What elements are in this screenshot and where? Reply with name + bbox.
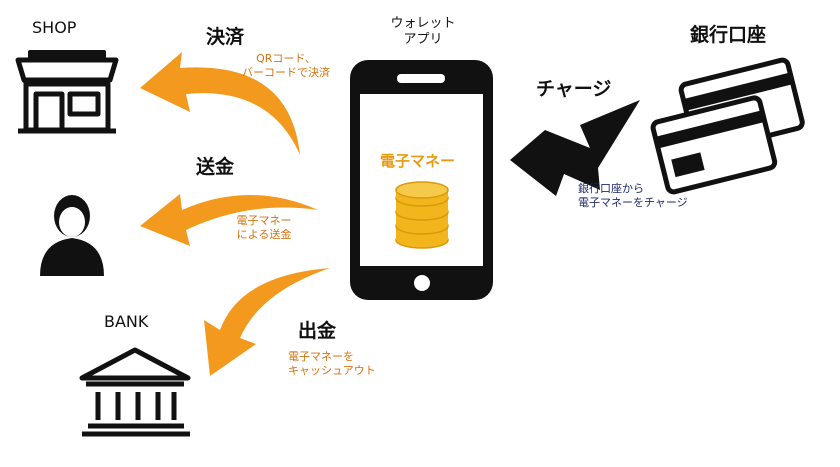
coins-icon [395, 181, 449, 249]
transfer-desc-line1: 電子マネー [236, 214, 292, 227]
transfer-desc-line2: による送金 [236, 227, 292, 241]
shop-label: SHOP [32, 18, 77, 37]
shop-icon [15, 50, 119, 134]
charge-desc-line2: 電子マネーをチャージ [578, 195, 688, 209]
withdrawal-desc-line1: 電子マネーを [288, 350, 354, 363]
withdrawal-desc-line2: キャッシュアウト [288, 363, 376, 377]
wallet-app-line2: アプリ [403, 32, 443, 48]
charge-desc-line1: 銀行口座から [578, 182, 644, 195]
bank-label: BANK [104, 312, 149, 331]
payment-label: 決済 [206, 26, 245, 48]
charge-desc: 銀行口座から 電子マネーをチャージ [578, 182, 688, 210]
transfer-label: 送金 [196, 156, 235, 178]
withdrawal-label: 出金 [298, 320, 337, 342]
bank-account-label: 銀行口座 [690, 24, 767, 46]
transfer-desc: 電子マネー による送金 [224, 214, 304, 242]
charge-label: チャージ [536, 78, 612, 100]
payment-arrow [140, 52, 300, 155]
bank-icon [79, 347, 191, 437]
wallet-app-line1: ウォレット [390, 16, 456, 31]
transfer-arrow [140, 194, 318, 246]
person-icon [40, 195, 104, 276]
emoney-label: 電子マネー [380, 152, 456, 170]
smartphone-icon [350, 60, 493, 300]
withdrawal-desc: 電子マネーを キャッシュアウト [288, 350, 400, 378]
charge-arrow [510, 100, 640, 196]
bank-cards-icon [650, 57, 805, 195]
payment-desc: QRコード、 バーコードで決済 [226, 52, 346, 80]
payment-desc-line1: QRコード、 [256, 52, 316, 65]
payment-desc-line2: バーコードで決済 [242, 65, 330, 79]
withdrawal-arrow [204, 268, 330, 376]
wallet-app-label: ウォレット アプリ [390, 16, 456, 49]
